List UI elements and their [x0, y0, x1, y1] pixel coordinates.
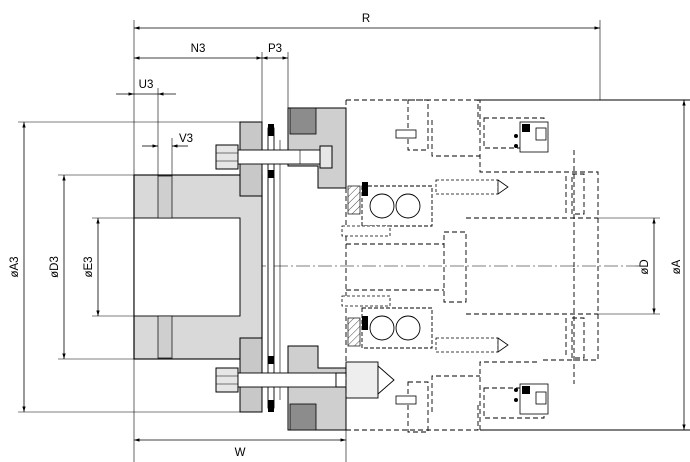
bolt-lower — [215, 361, 395, 399]
label-R: R — [362, 13, 370, 25]
label-P3: P3 — [268, 43, 282, 55]
dimension-R: R — [134, 13, 600, 30]
label-D: øD — [639, 259, 651, 274]
dimension-A: øA — [671, 100, 686, 430]
dimension-D: øD — [639, 218, 656, 314]
connector-lower — [514, 383, 549, 415]
dimension-P3: P3 — [262, 43, 288, 60]
bearing-lower — [347, 307, 433, 349]
label-N3: N3 — [191, 43, 206, 55]
label-D3: øD3 — [49, 256, 61, 278]
fastener-studs — [341, 129, 509, 405]
dimension-W: W — [134, 438, 346, 459]
label-A3: øA3 — [9, 256, 21, 277]
extension-lines — [18, 20, 660, 462]
bolt-upper — [215, 144, 333, 170]
dimension-N3: N3 — [134, 43, 262, 60]
dimension-U3: U3 — [116, 79, 176, 96]
shrink-disc-hub — [133, 107, 347, 431]
label-V3: V3 — [179, 133, 193, 145]
dimension-V3: V3 — [142, 133, 193, 148]
label-W: W — [235, 447, 246, 459]
clutch-housing — [345, 99, 690, 433]
label-U3: U3 — [139, 79, 154, 91]
connector-upper — [514, 121, 549, 153]
label-E3: øE3 — [83, 256, 95, 277]
bearing-upper — [347, 182, 433, 227]
dimension-D3: øD3 — [49, 175, 66, 359]
label-A: øA — [671, 259, 683, 274]
dimension-E3: øE3 — [83, 218, 100, 316]
dimension-A3: øA3 — [9, 122, 26, 412]
